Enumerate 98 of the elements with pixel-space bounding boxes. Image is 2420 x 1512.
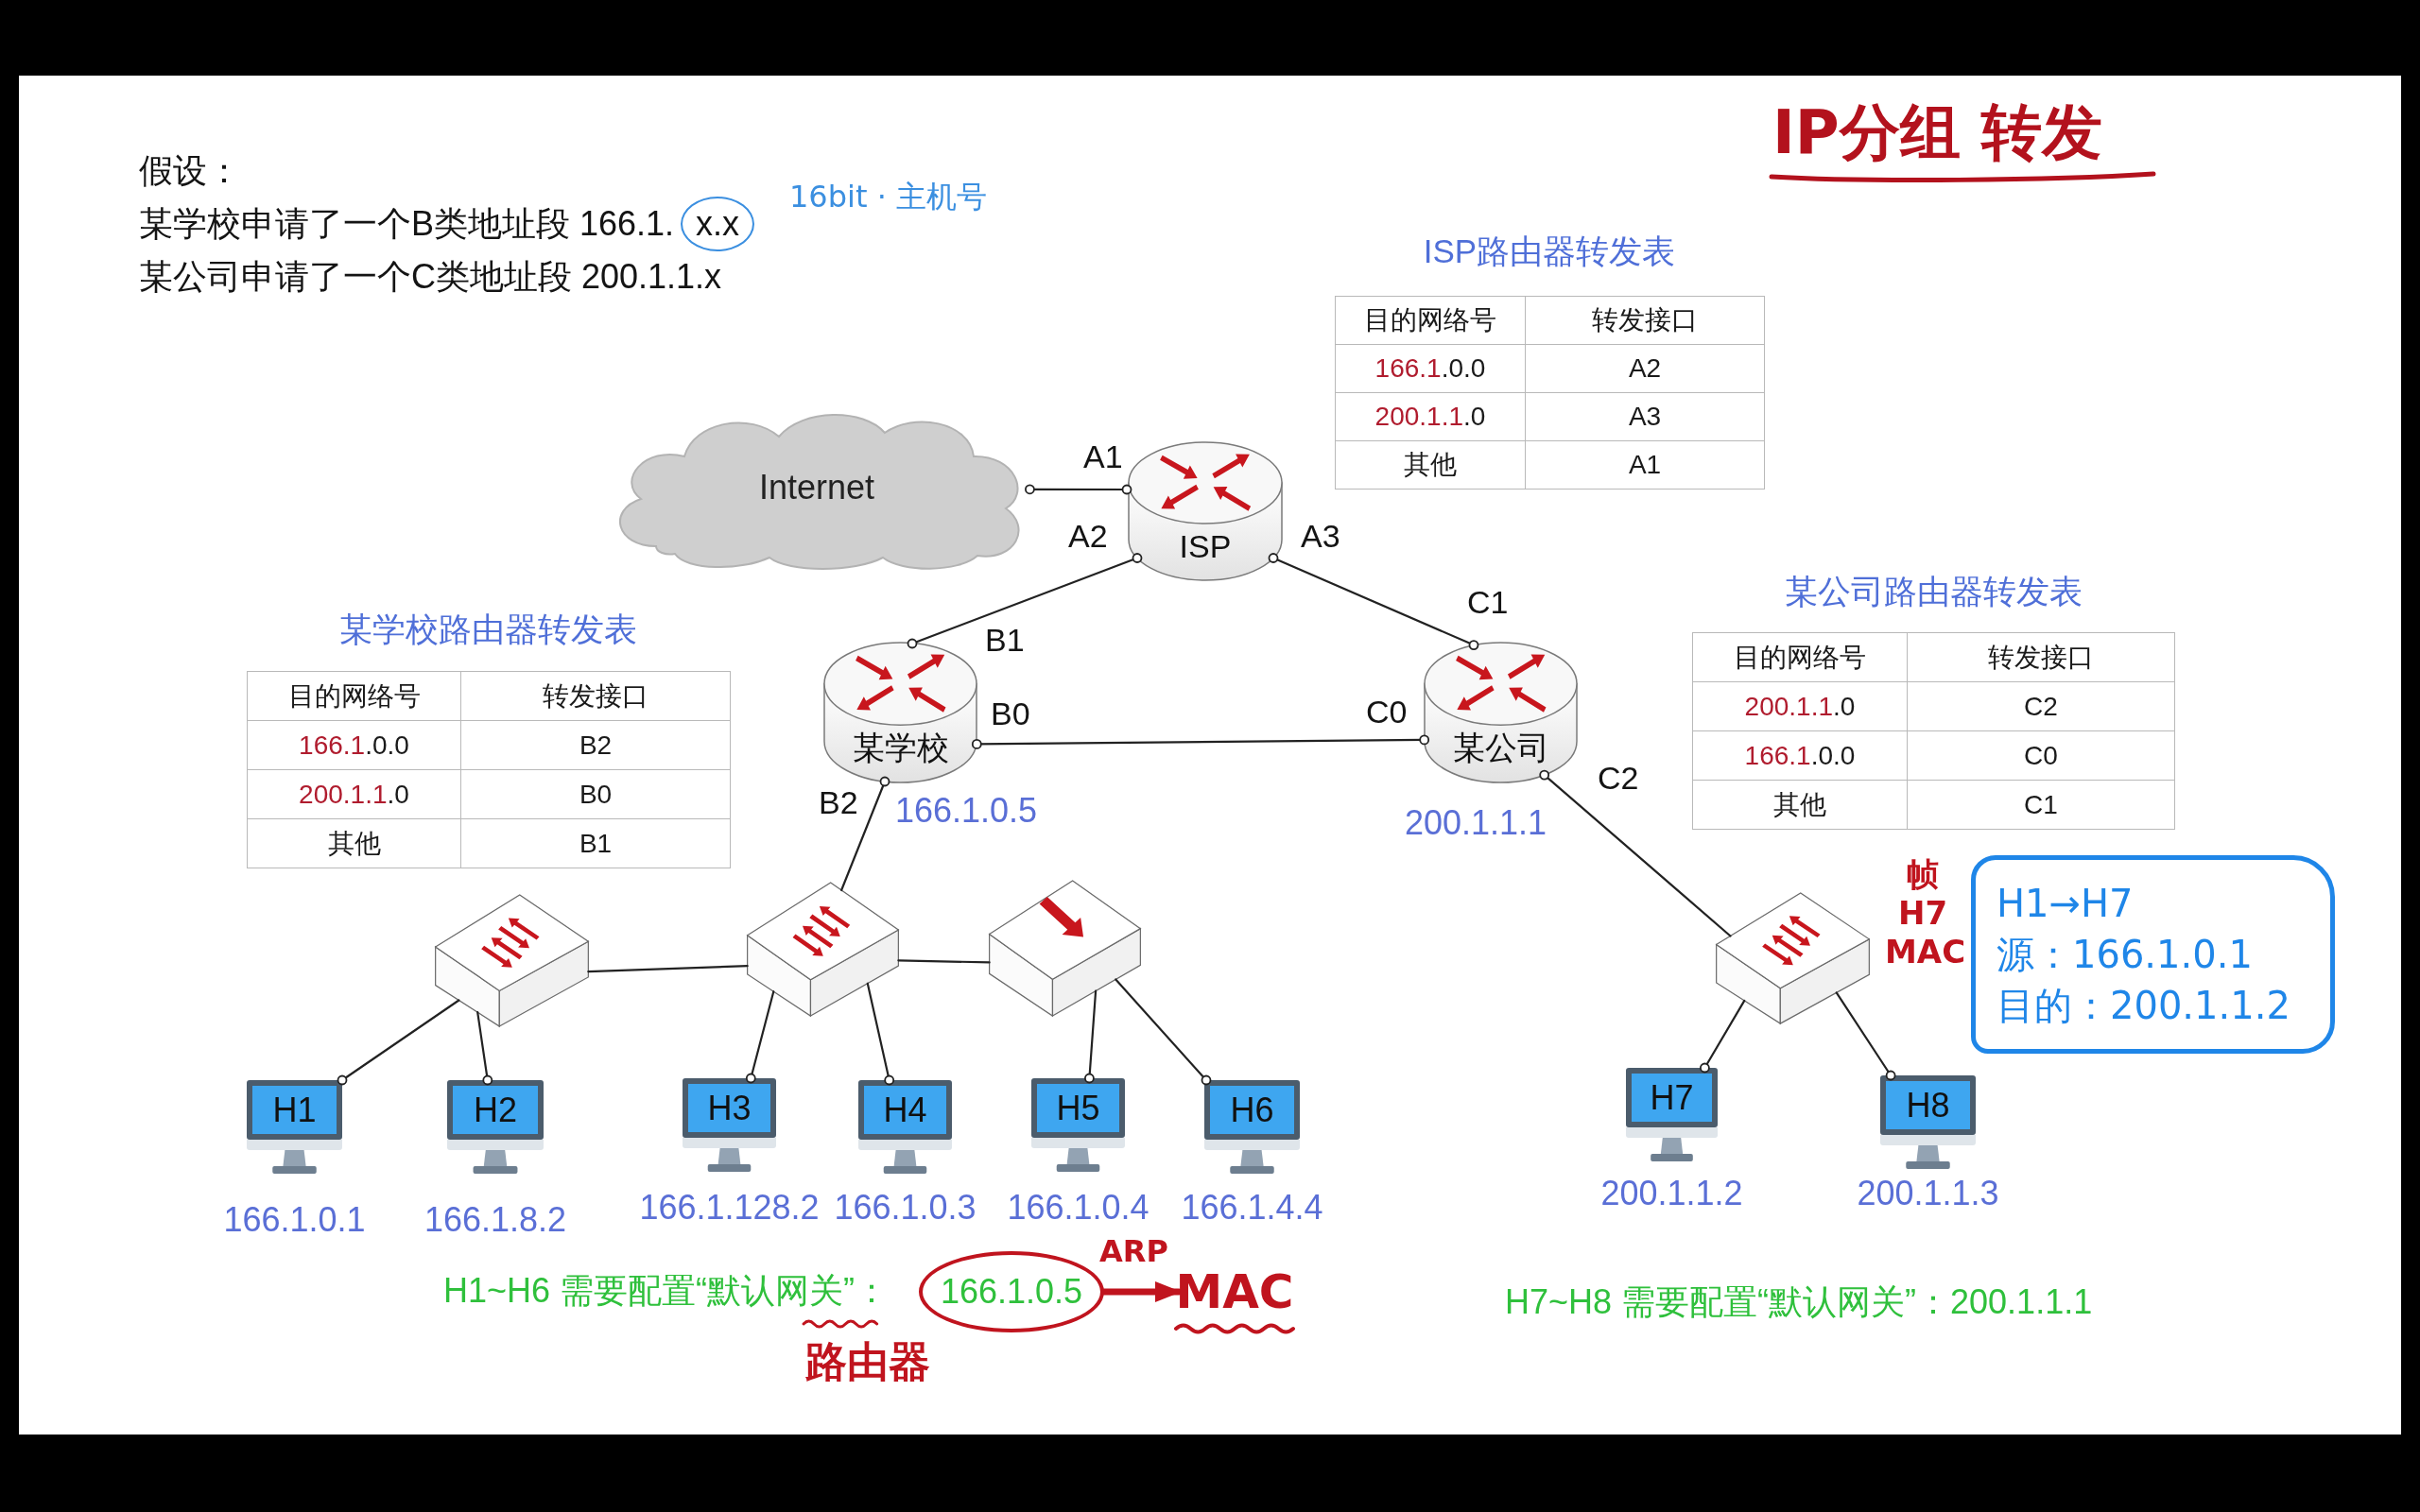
header-cell: 转发接口 xyxy=(1907,632,2175,682)
ip-address: 166.1.0.5 xyxy=(940,1273,1083,1311)
host-label: H1 xyxy=(272,1091,317,1129)
port-label: C0 xyxy=(1366,694,1408,731)
network-link xyxy=(337,999,460,1086)
network-switch xyxy=(1715,890,1871,1026)
network-link xyxy=(971,734,1430,749)
header-cell: 转发接口 xyxy=(460,671,731,721)
note-line: H1→H7 xyxy=(1996,881,2134,926)
router-label: 某公司 xyxy=(1452,730,1549,767)
arrow xyxy=(1100,1280,1183,1303)
host-label: H4 xyxy=(883,1091,927,1129)
header-cell: 目的网络号 xyxy=(1335,296,1526,345)
ip-address: 200.1.1.1 xyxy=(1405,803,1547,843)
body-text: x.x xyxy=(696,205,739,243)
note-line: 目的：200.1.1.2 xyxy=(1996,983,2290,1028)
table-title: 某学校路由器转发表 xyxy=(339,610,637,649)
ip-address: 166.1.4.4 xyxy=(1181,1188,1323,1228)
network-link xyxy=(897,959,991,964)
table-cell: B0 xyxy=(460,769,731,819)
network-switch xyxy=(746,880,900,1019)
table-cell: B1 xyxy=(460,818,731,868)
note-line: 源：166.1.0.1 xyxy=(1996,932,2253,977)
table-cell: 其他 xyxy=(1335,440,1526,490)
network-link xyxy=(587,965,749,973)
ip-address: 166.1.0.4 xyxy=(1007,1188,1150,1228)
header-cell: 目的网络号 xyxy=(1692,632,1908,682)
network-link xyxy=(840,776,890,892)
header-cell: 目的网络号 xyxy=(247,671,461,721)
ip-address: 166.1.8.2 xyxy=(424,1200,567,1240)
ip-address: 200.1.1.2 xyxy=(1600,1174,1743,1213)
host-label: H3 xyxy=(707,1089,752,1127)
network-link xyxy=(1700,999,1746,1074)
handwritten-note: 路由器 xyxy=(805,1338,930,1386)
note-text: H7~H8 需要配置“默认网关”：200.1.1.1 xyxy=(1505,1282,2093,1322)
table-cell: 166.1.0.0 xyxy=(1335,344,1526,393)
table-title: ISP路由器转发表 xyxy=(1423,232,1676,271)
router-label: 某学校 xyxy=(852,730,949,767)
port-label: C1 xyxy=(1467,584,1509,622)
table-cell: C0 xyxy=(1907,730,2175,781)
host-label: H7 xyxy=(1650,1078,1694,1117)
handwritten-note: 16bit · 主机号 xyxy=(789,180,987,215)
port-label: A3 xyxy=(1301,518,1340,556)
network-link xyxy=(1835,991,1896,1081)
handwritten-text: MAC xyxy=(1179,1264,1290,1319)
body-text: 某公司申请了一个C类地址段 200.1.1.x xyxy=(139,257,722,297)
handwritten-heading: IP分组 转发 xyxy=(1772,98,2102,168)
ip-address: 166.1.0.3 xyxy=(834,1188,977,1228)
router-symbol xyxy=(822,641,978,784)
router-symbol xyxy=(1127,440,1284,582)
table-cell: 200.1.1.0 xyxy=(1335,392,1526,441)
network-switch xyxy=(434,892,590,1029)
table-cell: A3 xyxy=(1525,392,1765,441)
ip-address: 200.1.1.3 xyxy=(1857,1174,1999,1213)
table-cell: A2 xyxy=(1525,344,1765,393)
ip-address: 166.1.0.5 xyxy=(895,791,1038,831)
cloud-label: Internet xyxy=(758,469,875,507)
header-cell: 转发接口 xyxy=(1525,296,1765,345)
network-link xyxy=(476,1011,493,1086)
ip-address: 166.1.128.2 xyxy=(639,1188,820,1228)
port-label: A1 xyxy=(1083,438,1123,476)
ip-address: 166.1.0.1 xyxy=(223,1200,366,1240)
network-link xyxy=(1084,989,1098,1084)
table-cell: C2 xyxy=(1907,681,2175,731)
note-text: H1~H6 需要配置“默认网关”： xyxy=(443,1271,890,1311)
hand-drawn-circle xyxy=(681,197,754,251)
table-cell: C1 xyxy=(1907,780,2175,830)
table-cell: 166.1.0.0 xyxy=(1692,730,1908,781)
body-text: 假设： xyxy=(139,151,241,191)
port-label: B1 xyxy=(985,622,1025,660)
router-symbol xyxy=(1423,641,1579,784)
network-hub xyxy=(988,878,1142,1019)
table-cell: 166.1.0.0 xyxy=(247,720,461,770)
table-cell: 200.1.1.0 xyxy=(1692,681,1908,731)
network-link xyxy=(1025,484,1132,495)
router-label: ISP xyxy=(1179,528,1232,566)
body-text: 某学校申请了一个B类地址段 166.1. xyxy=(139,204,675,244)
port-label: A2 xyxy=(1068,518,1108,556)
table-cell: B2 xyxy=(460,720,731,770)
table-cell: 200.1.1.0 xyxy=(247,769,461,819)
network-link xyxy=(907,553,1143,649)
network-link xyxy=(1539,769,1732,937)
table-cell: A1 xyxy=(1525,440,1765,490)
host-label: H8 xyxy=(1906,1086,1950,1125)
host-label: H5 xyxy=(1056,1089,1100,1127)
port-label: B2 xyxy=(819,784,858,822)
network-link xyxy=(745,990,775,1084)
table-cell: 其他 xyxy=(247,818,461,868)
table-title: 某公司路由器转发表 xyxy=(1784,573,2083,611)
handwritten-note-box xyxy=(1971,855,2335,1054)
network-link xyxy=(866,982,895,1086)
host-label: H6 xyxy=(1230,1091,1274,1129)
port-label: B0 xyxy=(991,696,1030,733)
port-label: C2 xyxy=(1598,760,1639,798)
network-link xyxy=(1115,978,1212,1086)
table-cell: 其他 xyxy=(1692,780,1908,830)
host-label: H2 xyxy=(474,1091,517,1129)
network-link xyxy=(1268,553,1479,650)
